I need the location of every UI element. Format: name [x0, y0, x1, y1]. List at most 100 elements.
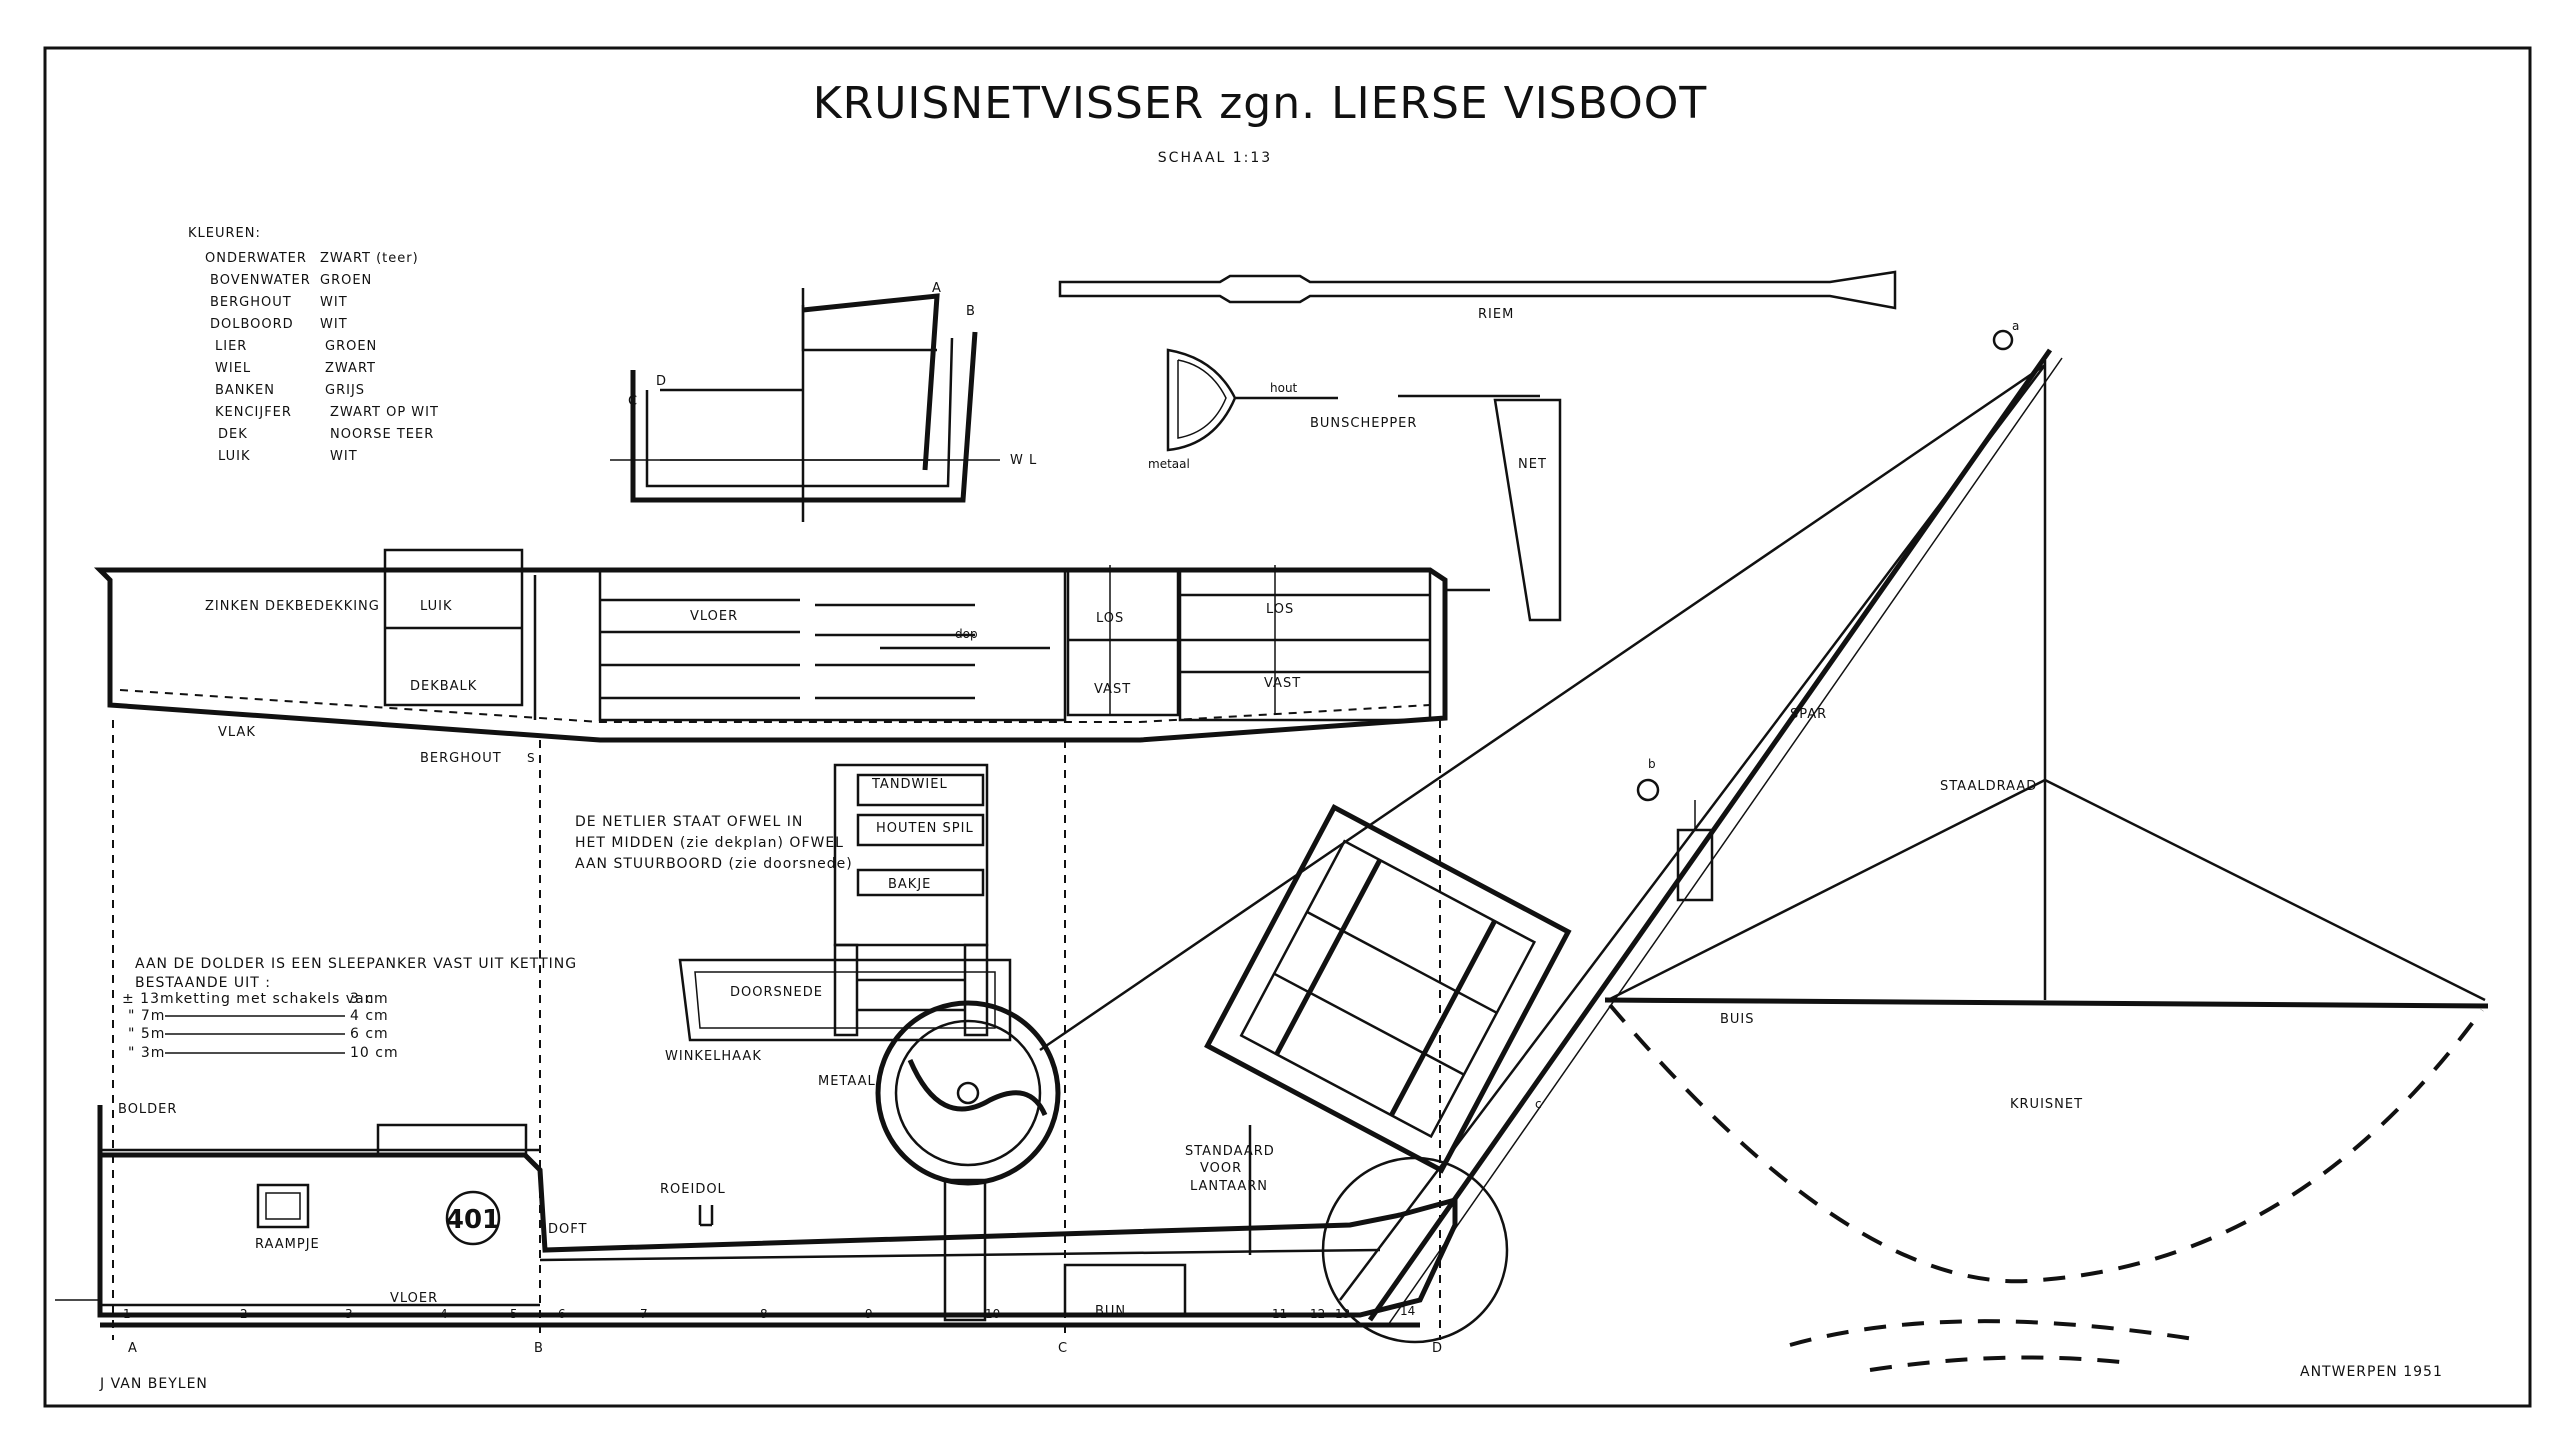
vast-label: VAST: [1094, 682, 1131, 697]
frame-number: 12: [1310, 1307, 1325, 1321]
spar-label: SPAR: [1790, 707, 1827, 722]
ref-b: b: [1648, 757, 1656, 771]
color-value: NOORSE TEER: [330, 427, 434, 442]
section-inner-hull: [645, 337, 954, 488]
winch-wheel-inner: [894, 1019, 1042, 1167]
section-label-c: C: [628, 394, 638, 409]
doft-label: DOFT: [548, 1222, 587, 1237]
chain-size: 10 cm: [350, 1045, 399, 1061]
color-part: BOVENWATER: [210, 273, 311, 288]
winch-frame: [833, 763, 989, 947]
chain-length: " 5m: [128, 1026, 165, 1042]
gear-label: TANDWIEL: [871, 777, 948, 792]
raampje-label: RAAMPJE: [255, 1237, 320, 1252]
cradle-bar: [1389, 919, 1497, 1117]
section-coaming: [801, 305, 937, 352]
los-label: LOS: [1096, 611, 1124, 626]
frame-number: 8: [760, 1307, 768, 1321]
roeidol-label: ROEIDOL: [660, 1182, 726, 1197]
color-part: KENCIJFER: [215, 405, 292, 420]
spar-edge: [1387, 357, 2063, 1326]
deck-plan: ZINKEN DEKBEDEKKING LUIK DEKBALK VLOER d…: [93, 548, 1490, 766]
place-date: ANTWERPEN 1951: [2300, 1364, 2443, 1380]
vast-label: VAST: [1264, 676, 1301, 691]
oar: [1058, 270, 1897, 310]
bridle: [2044, 778, 2486, 1002]
porthole: [256, 1183, 310, 1229]
color-part: BERGHOUT: [210, 295, 292, 310]
lantern-stand-label: VOOR: [1200, 1161, 1242, 1176]
cradle-bar: [1306, 910, 1498, 1014]
netlier-note-line: HET MIDDEN (zie dekplan) OFWEL: [575, 835, 844, 851]
rowlock: [698, 1205, 714, 1227]
anchor-note: AAN DE DOLDER IS EEN SLEEPANKER VAST UIT…: [122, 956, 577, 1061]
frame-number: 9: [865, 1307, 873, 1321]
scoop-hout-label: hout: [1270, 381, 1298, 395]
backstay: [1339, 364, 2046, 1301]
frame-number: 4: [440, 1307, 448, 1321]
water-dash: [1789, 1319, 2201, 1347]
station-c: C: [1058, 1341, 1068, 1356]
net-label: NET: [1518, 457, 1547, 472]
bun-compartment: [1063, 1263, 1187, 1317]
frame-number: 5: [510, 1307, 518, 1321]
color-part: ONDERWATER: [205, 251, 307, 266]
chain-size: 6 cm: [350, 1026, 389, 1042]
hull-midline: [539, 1248, 1381, 1262]
dop-label: dop: [955, 627, 978, 641]
hook-a: [1992, 329, 2014, 351]
anchor-note-line: AAN DE DOLDER IS EEN SLEEPANKER VAST UIT…: [135, 956, 577, 972]
metal-label: METAAL: [818, 1074, 876, 1089]
winch-wheel: [875, 1000, 1061, 1186]
section-side-a: [802, 293, 940, 471]
side-elevation: 401 BOLDER RAAMPJE VLOER DOFT ROEIDOL BU…: [55, 1102, 2201, 1372]
frame-number: 7: [640, 1307, 648, 1321]
bun-well: [1066, 568, 1180, 717]
net-pipe: [1604, 997, 2489, 1009]
forestay: [1039, 363, 2046, 1052]
color-legend: KLEUREN: ONDERWATER ZWART (teer) BOVENWA…: [188, 226, 439, 464]
reg-number-disc: [445, 1190, 501, 1246]
net-bag: [1493, 398, 1562, 622]
hook-b: [1636, 778, 1660, 802]
los-label: LOS: [1266, 602, 1294, 617]
ref-c: c: [1535, 1097, 1542, 1111]
winch-leg-right: [963, 943, 989, 1037]
section-label-a: A: [932, 281, 942, 296]
scoop-bowl: [1166, 348, 1237, 452]
frame-number: 3: [345, 1307, 353, 1321]
bakje-box: [856, 868, 985, 897]
frame-number: 1: [123, 1307, 131, 1321]
deck-plan-inner-dashed: [119, 689, 1431, 723]
floor-section: [598, 568, 1067, 722]
color-part: LIER: [215, 339, 247, 354]
floor-label: VLOER: [690, 609, 738, 624]
s-label: S: [527, 751, 535, 765]
section-label-d: D: [656, 374, 667, 389]
steel-wire-label: STAALDRAAD: [1940, 779, 2037, 794]
reg-number: 401: [446, 1205, 500, 1235]
lantern-stand-label: LANTAARN: [1190, 1179, 1268, 1194]
scoop-bowl-inner: [1177, 359, 1227, 439]
anchor-note-line: BESTAANDE UIT :: [135, 975, 271, 991]
lantern-stand-label: STANDAARD: [1185, 1144, 1275, 1159]
bridle: [1607, 778, 2046, 1002]
color-part: DOLBOORD: [210, 317, 294, 332]
spindle-box: [856, 813, 985, 847]
netlier-note-line: AAN STUURBOORD (zie doorsnede): [575, 856, 853, 872]
aft-deck: [1178, 568, 1432, 722]
station-a: A: [128, 1341, 138, 1356]
doorsnede-trough: [678, 958, 1012, 1042]
color-value: ZWART OP WIT: [330, 405, 439, 420]
deck-plan-outline: [93, 567, 1448, 743]
rubbing-strake-label: BERGHOUT: [420, 751, 502, 766]
author: J VAN BEYLEN: [99, 1376, 208, 1392]
chain-length: " 3m: [128, 1045, 165, 1061]
chain-size: 3 cm: [350, 991, 389, 1007]
porthole-inner: [265, 1192, 301, 1220]
oar-label: RIEM: [1478, 307, 1514, 322]
color-legend-heading: KLEUREN:: [188, 226, 261, 241]
frame-number: 10: [985, 1307, 1000, 1321]
netlier-note-line: DE NETLIER STAAT OFWEL IN: [575, 814, 803, 830]
